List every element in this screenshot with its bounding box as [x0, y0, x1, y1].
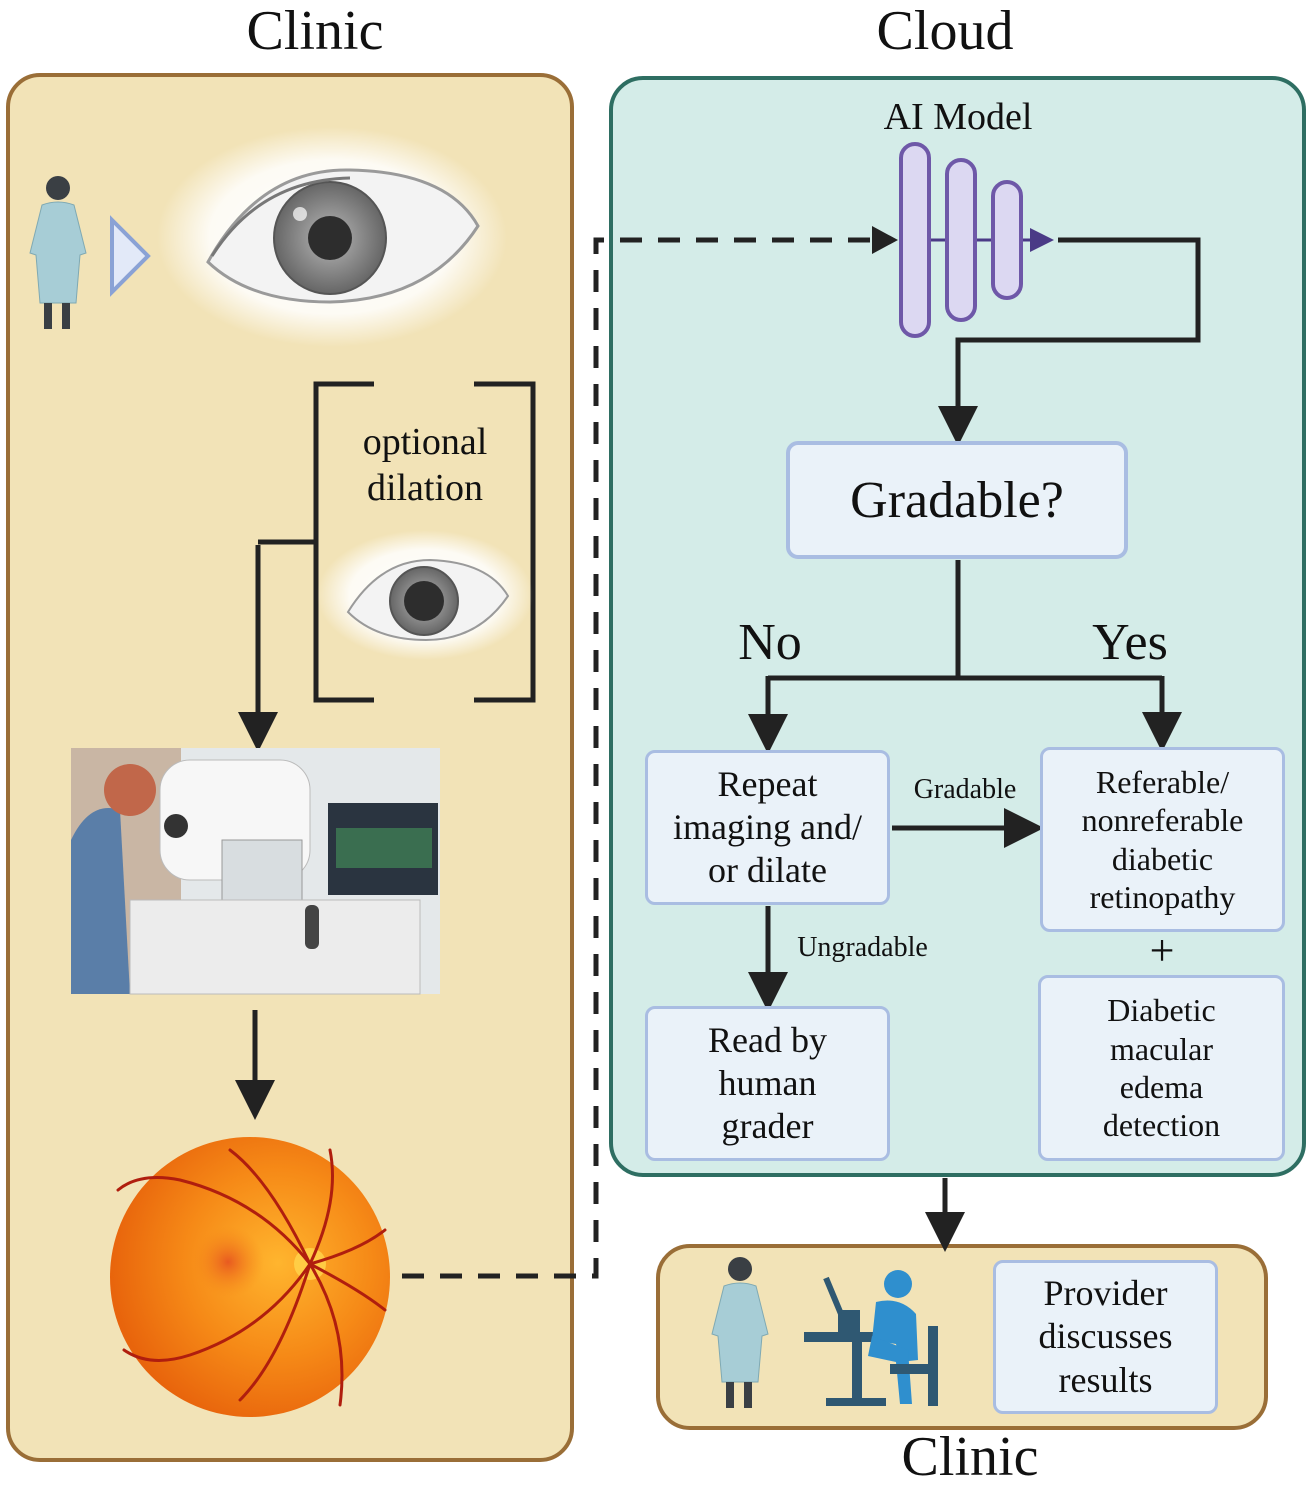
section-title-clinic-bottom: Clinic	[901, 1426, 1039, 1488]
play-arrow-icon	[110, 215, 151, 297]
optional-dilation-label: optional dilation	[362, 421, 488, 509]
edge-label-ungradable: Ungradable	[797, 932, 928, 963]
dilated-eye-icon	[317, 530, 533, 660]
plus-sign: +	[1149, 926, 1175, 975]
section-title-clinic: Clinic	[246, 0, 384, 62]
neural-network-icon	[899, 142, 1054, 338]
edge-label-gradable: Gradable	[913, 774, 1017, 805]
retina-fundus-image	[110, 1137, 390, 1417]
fundus-camera-photo	[71, 748, 440, 995]
section-title-cloud: Cloud	[876, 0, 1014, 62]
branch-no-label: No	[738, 614, 802, 671]
gradable-decision-box: Gradable?	[786, 441, 1128, 559]
dme-detection-box: Diabetic macular edema detection	[1038, 975, 1285, 1161]
upload-dashed-connector	[402, 237, 892, 1279]
provider-discusses-box: Provider discusses results	[993, 1260, 1218, 1414]
patient-icon-bottom	[711, 1257, 769, 1408]
patient-icon	[29, 176, 87, 329]
repeat-imaging-box: Repeat imaging and/ or dilate	[645, 750, 890, 905]
ai-model-label: AI Model	[883, 96, 1033, 138]
referable-dr-box: Referable/ nonreferable diabetic retinop…	[1040, 747, 1285, 932]
branch-yes-label: Yes	[1092, 614, 1168, 671]
dilation-bracket	[313, 381, 536, 703]
provider-at-computer-icon	[804, 1270, 938, 1406]
human-grader-box: Read by human grader	[645, 1006, 890, 1161]
eye-icon-large	[157, 127, 507, 347]
